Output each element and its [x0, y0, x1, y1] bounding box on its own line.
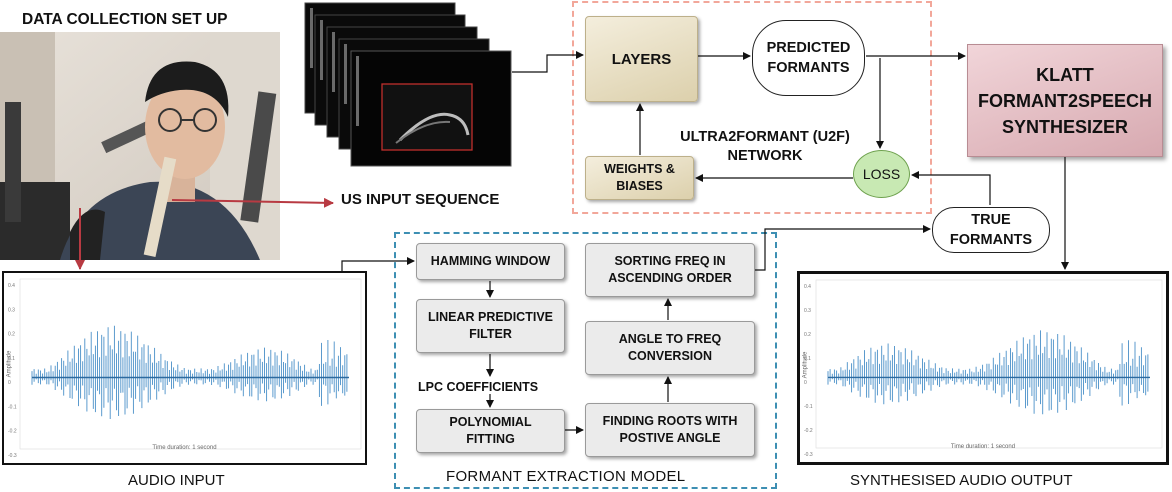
- waveform-ytick: 0.3: [8, 307, 15, 313]
- waveform-ytick: 0.3: [804, 308, 811, 314]
- true-formants-line2: FORMANTS: [949, 232, 1033, 248]
- waveform-ytick: 0.4: [804, 284, 811, 290]
- waveform-ytick: -0.3: [804, 452, 813, 458]
- waveform-ytick: 0.1: [8, 356, 15, 362]
- audio-input-xlabel: Time duration: 1 second: [152, 445, 217, 451]
- weights-line1: WEIGHTS &: [604, 162, 675, 176]
- klatt-line2: FORMANT2SPEECH: [977, 90, 1152, 111]
- formant-extraction-title: FORMANT EXTRACTION MODEL: [446, 468, 686, 485]
- setup-photo: [0, 32, 280, 260]
- predicted-formants-line2: FORMANTS: [767, 60, 850, 76]
- waveform-ytick: 0.4: [8, 283, 15, 289]
- u2f-network-group: [572, 1, 932, 214]
- waveform-ytick: -0.1: [804, 404, 813, 410]
- synth-output-label: SYNTHESISED AUDIO OUTPUT: [850, 472, 1073, 489]
- lpf-line2: FILTER: [469, 327, 512, 341]
- waveform-ytick: 0: [8, 380, 11, 386]
- predicted-formants-line1: PREDICTED: [766, 40, 851, 56]
- polynomial-fitting-box: POLYNOMIAL FITTING: [416, 409, 565, 453]
- angle-line2: CONVERSION: [627, 349, 713, 363]
- loss-node: LOSS: [853, 150, 910, 198]
- klatt-synthesizer-box: KLATT FORMANT2SPEECH SYNTHESIZER: [967, 44, 1163, 157]
- layers-box: LAYERS: [585, 16, 698, 102]
- waveform-ytick: 0.2: [8, 332, 15, 338]
- lpf-line1: LINEAR PREDICTIVE: [427, 310, 553, 324]
- formant-extraction-group: [394, 232, 777, 489]
- u2f-network-title: ULTRA2FORMANT (U2F) NETWORK: [655, 128, 875, 166]
- waveform-ytick: 0: [804, 380, 807, 386]
- roots-line2: POSTIVE ANGLE: [619, 431, 721, 445]
- waveform-ytick: -0.3: [8, 453, 17, 459]
- synth-output-xlabel: Time duration: 1 second: [950, 444, 1016, 450]
- roots-line1: FINDING ROOTS WITH: [602, 414, 738, 428]
- u2f-title-line2: NETWORK: [727, 148, 803, 164]
- lpc-coefficients-label: LPC COEFFICIENTS: [418, 380, 539, 394]
- poly-line2: FITTING: [466, 432, 515, 446]
- weights-line2: BIASES: [616, 179, 663, 193]
- u2f-title-line1: ULTRA2FORMANT (U2F): [680, 129, 850, 145]
- us-input-label: US INPUT SEQUENCE: [341, 191, 500, 208]
- predicted-formants-node: PREDICTED FORMANTS: [752, 20, 865, 96]
- weights-biases-box: WEIGHTS & BIASES: [585, 156, 694, 200]
- true-formants-line1: TRUE: [971, 212, 1011, 228]
- waveform-ytick: -0.1: [8, 404, 17, 410]
- audio-input-label: AUDIO INPUT: [128, 472, 225, 489]
- poly-line1: POLYNOMIAL: [449, 415, 532, 429]
- sorting-line1: SORTING FREQ IN: [614, 254, 726, 268]
- angle-to-freq-box: ANGLE TO FREQ CONVERSION: [585, 321, 755, 375]
- klatt-line3: SYNTHESIZER: [1001, 116, 1128, 137]
- waveform-ytick: 0.2: [804, 332, 811, 338]
- waveform-ytick: -0.2: [8, 429, 17, 435]
- linear-predictive-filter-box: LINEAR PREDICTIVE FILTER: [416, 299, 565, 353]
- ultrasound-image-stack: [300, 0, 515, 170]
- waveform-ytick: 0.1: [804, 356, 811, 362]
- sorting-freq-box: SORTING FREQ IN ASCENDING ORDER: [585, 243, 755, 297]
- klatt-line1: KLATT: [1036, 64, 1094, 85]
- hamming-window-box: HAMMING WINDOW: [416, 243, 565, 280]
- angle-line1: ANGLE TO FREQ: [618, 332, 722, 346]
- waveform-ytick: -0.2: [804, 428, 813, 434]
- sorting-line2: ASCENDING ORDER: [608, 271, 732, 285]
- finding-roots-box: FINDING ROOTS WITH POSTIVE ANGLE: [585, 403, 755, 457]
- true-formants-node: TRUE FORMANTS: [932, 207, 1050, 253]
- setup-title: DATA COLLECTION SET UP: [22, 11, 228, 28]
